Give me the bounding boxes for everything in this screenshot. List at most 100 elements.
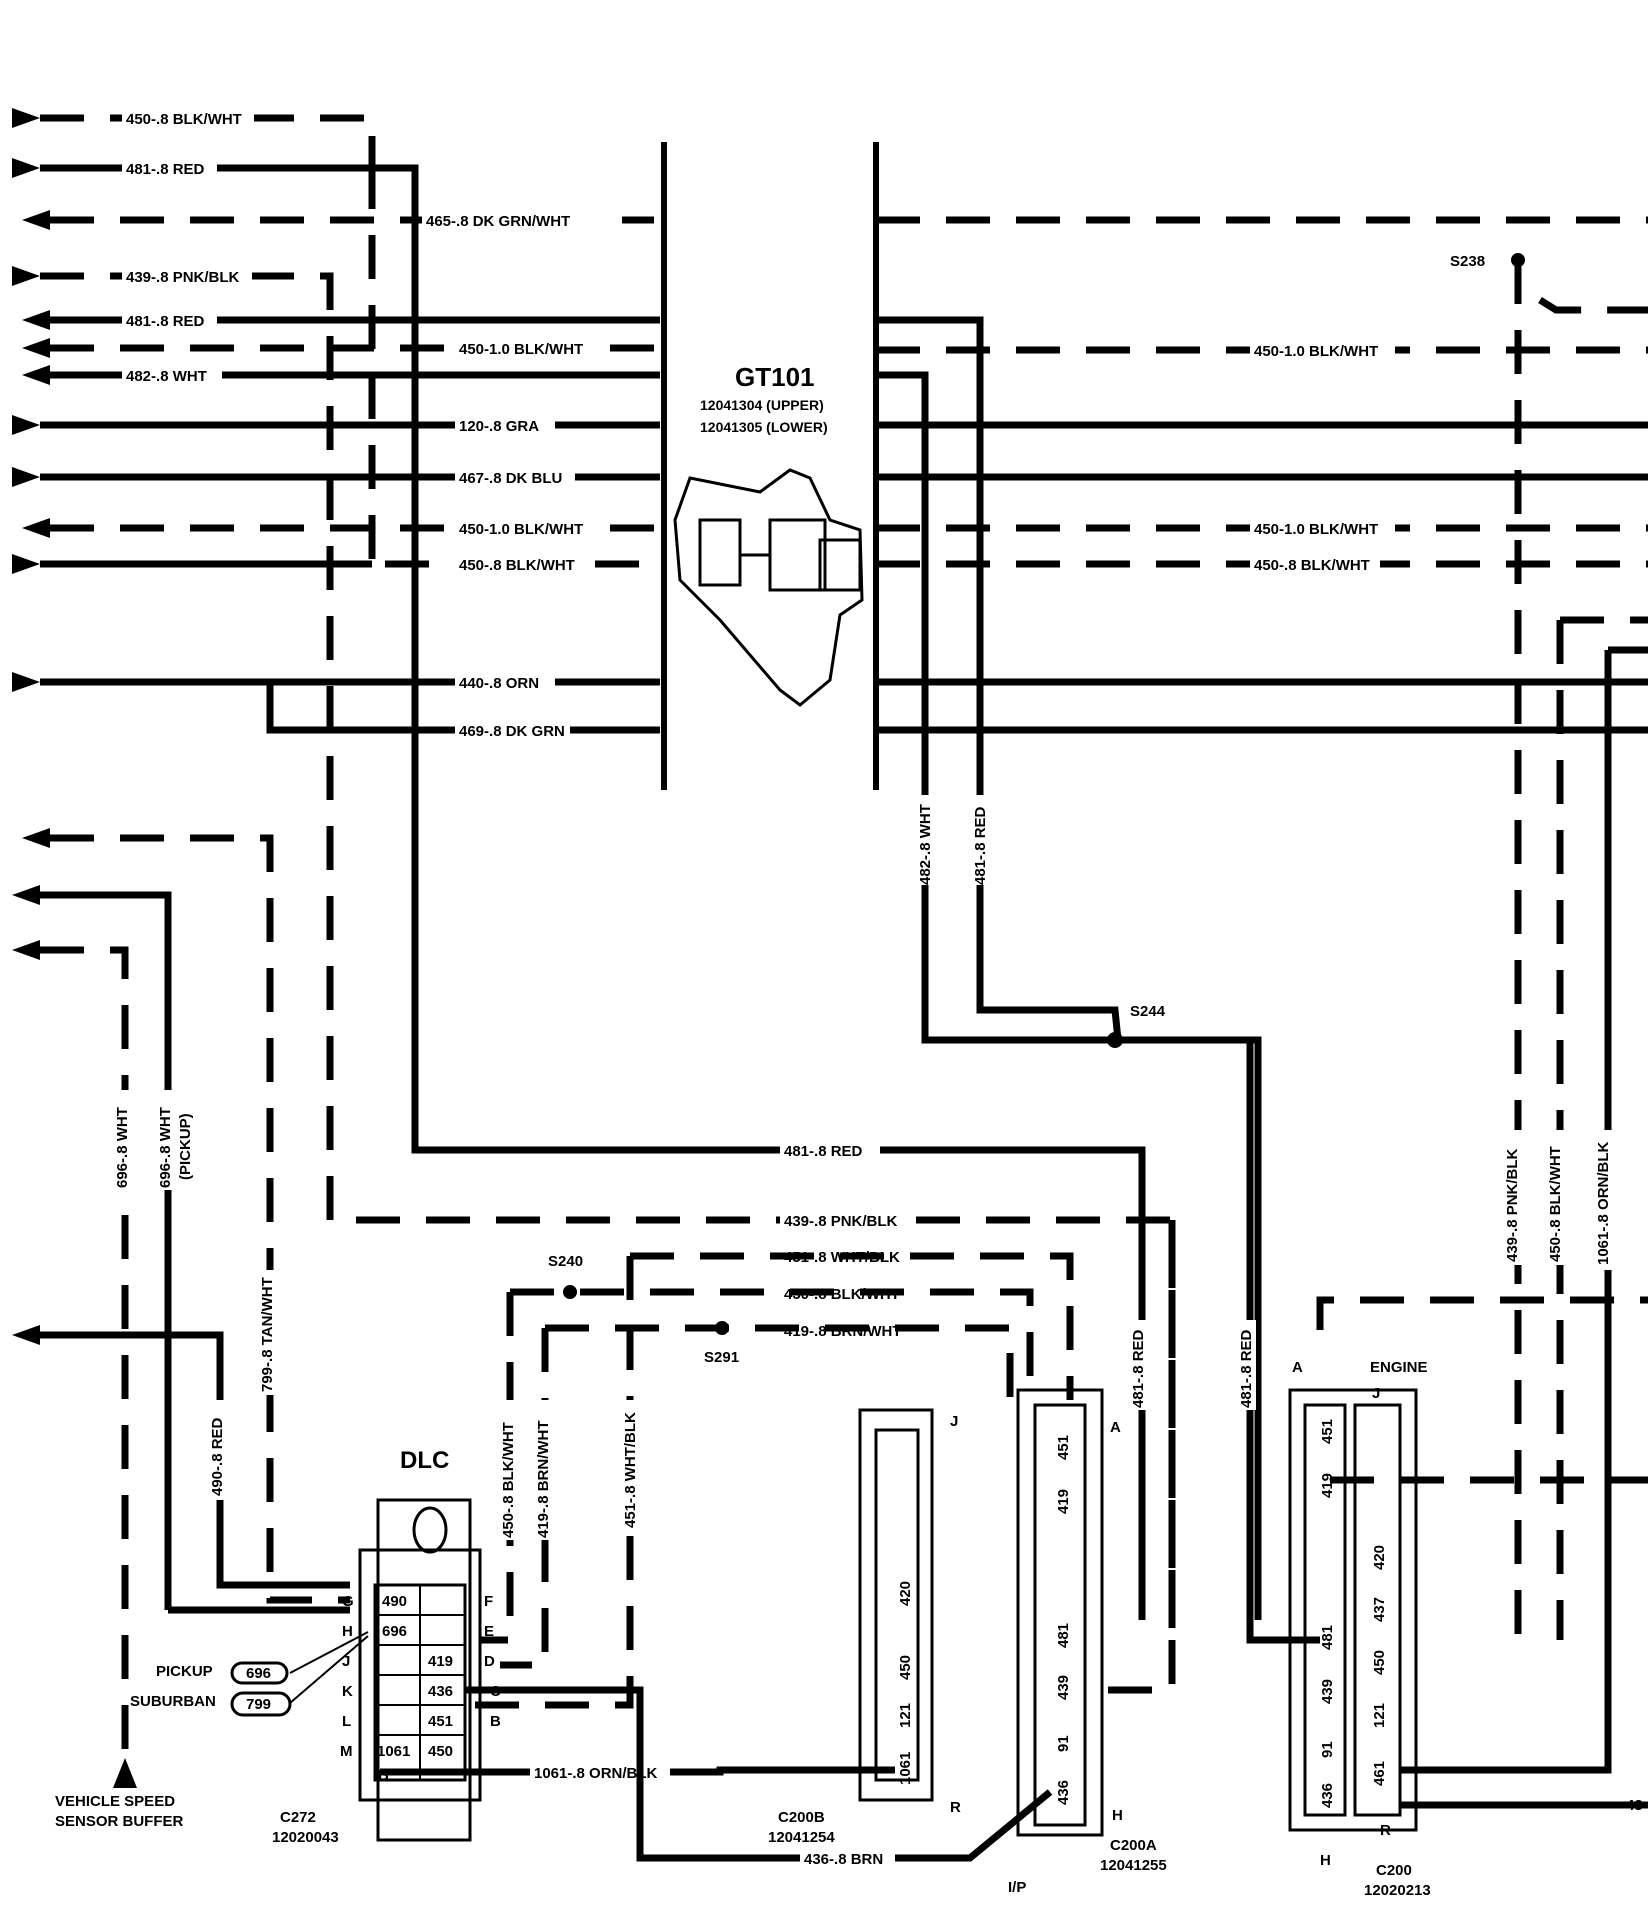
c200-left-451: 451 — [1319, 1419, 1336, 1444]
c200-part: 12020213 — [1364, 1882, 1431, 1899]
c200b-connector: J R 420 450 121 1061 C200B 12041254 — [768, 1408, 961, 1846]
left-lower-labels: 696-.8 WHT 696-.8 WHT (PICKUP) 799-.8 TA… — [112, 1090, 277, 1500]
wire-engine-top — [1316, 1296, 1648, 1330]
label-481-c200a: 481-.8 RED — [1130, 1329, 1147, 1408]
wire-lower-3 — [40, 946, 129, 1760]
c200-title: ENGINE — [1370, 1359, 1428, 1376]
arrow-in — [12, 415, 40, 435]
c200-left-419: 419 — [1319, 1473, 1336, 1498]
label-450-08-right: 450-.8 BLK/WHT — [1254, 557, 1370, 574]
label-696-a: 696-.8 WHT — [114, 1107, 131, 1188]
c200-right-461: 461 — [1371, 1761, 1388, 1786]
label-450-10-right: 450-1.0 BLK/WHT — [1254, 343, 1378, 360]
c200a-cell-436: 436 — [1055, 1780, 1072, 1805]
dlc-cell-1061: 1061 — [377, 1743, 410, 1760]
arrow-in — [12, 554, 40, 574]
c200-r: R — [1380, 1822, 1391, 1839]
label-450-10-right2: 450-1.0 BLK/WHT — [1254, 521, 1378, 538]
bus-419 — [545, 1324, 1014, 1400]
vss-line2: SENSOR BUFFER — [55, 1813, 184, 1830]
label-450-10-left: 450-1.0 BLK/WHT — [459, 341, 583, 358]
gt101-upper: 12041304 (UPPER) — [700, 397, 824, 413]
label-450-10-mid: 450-1.0 BLK/WHT — [459, 521, 583, 538]
label-440: 440-.8 ORN — [459, 675, 539, 692]
label-481-c200: 481-.8 RED — [1238, 1329, 1255, 1408]
options: PICKUP 696 SUBURBAN 799 — [130, 1631, 369, 1717]
c200-right-121: 121 — [1371, 1703, 1388, 1728]
label-696-pickup: (PICKUP) — [177, 1113, 194, 1180]
dlc-letter-l: L — [342, 1713, 351, 1730]
splice-s291-dot — [715, 1321, 729, 1335]
dlc-cell-419: 419 — [428, 1653, 453, 1670]
c200-h: H — [1320, 1852, 1331, 1869]
wire-481-right — [876, 316, 1122, 1041]
c200a-cell-91: 91 — [1055, 1735, 1072, 1752]
c200-right-437: 437 — [1371, 1597, 1388, 1622]
arrow-in — [12, 108, 40, 128]
option-pickup-label: PICKUP — [156, 1663, 213, 1680]
bus-451 — [630, 1252, 1074, 1400]
arrow-out — [22, 518, 50, 538]
label-450-dlc: 450-.8 BLK/WHT — [500, 1422, 517, 1538]
c200-left-481: 481 — [1319, 1625, 1336, 1650]
dlc-connector-id: C272 — [280, 1809, 316, 1826]
c200-edge-text: 43 — [1626, 1797, 1643, 1814]
label-481-vert: 481-.8 RED — [972, 806, 989, 885]
label-482-vert: 482-.8 WHT — [917, 804, 934, 885]
option-pickup-value: 696 — [246, 1665, 271, 1682]
c200-j: J — [1372, 1385, 1380, 1402]
arrow-in — [12, 940, 40, 960]
c200a-part: 12041255 — [1100, 1857, 1167, 1874]
label-1061-right: 1061-.8 ORN/BLK — [1595, 1141, 1612, 1265]
dlc-connector: DLC 490 696 419 436 451 1061 450 G H J K… — [272, 1447, 501, 1846]
label-490: 490-.8 RED — [209, 1417, 226, 1496]
wire-lower-4 — [40, 1331, 350, 1589]
label-s291: S291 — [704, 1349, 739, 1366]
c200-left-439: 439 — [1319, 1679, 1336, 1704]
c200b-bottom: R — [950, 1799, 961, 1816]
dlc-letter-j: J — [342, 1653, 350, 1670]
wire-lower-1 — [50, 834, 350, 1604]
bus-439-right — [1100, 1220, 1176, 1694]
dlc-letter-d: D — [484, 1653, 495, 1670]
c200a-cell-481: 481 — [1055, 1623, 1072, 1648]
c200b-part: 12041254 — [768, 1829, 835, 1846]
arrow-in — [12, 672, 40, 692]
c200a-connector: A H 451 419 481 439 91 436 C200A 1204125… — [1008, 1388, 1167, 1896]
c200-right-420: 420 — [1371, 1545, 1388, 1570]
left-wire-labels: 450-.8 BLK/WHT 481-.8 RED 465-.8 DK GRN/… — [122, 108, 622, 740]
label-450-08-mid: 450-.8 BLK/WHT — [459, 557, 575, 574]
wire-1061-right — [1400, 646, 1648, 1774]
wire-481-red-top — [40, 164, 1146, 1620]
label-439-top: 439-.8 PNK/BLK — [126, 269, 240, 286]
label-s238: S238 — [1450, 253, 1485, 270]
right-wire-labels: 450-1.0 BLK/WHT 450-1.0 BLK/WHT 450-.8 B… — [1250, 253, 1525, 574]
arrow-out — [22, 828, 50, 848]
left-lower — [12, 828, 350, 1788]
dlc-cell-696: 696 — [382, 1623, 407, 1640]
c200a-cell-439: 439 — [1055, 1675, 1072, 1700]
c200-a: A — [1292, 1359, 1303, 1376]
s244-splice: S244 — [1107, 1003, 1166, 1048]
dlc-letter-g: G — [342, 1593, 354, 1610]
c200a-cell-451: 451 — [1055, 1435, 1072, 1460]
label-451-dlc: 451-.8 WHT/BLK — [622, 1412, 639, 1528]
label-419-dlc: 419-.8 BRN/WHT — [535, 1420, 552, 1538]
option-suburban-value: 799 — [246, 1696, 271, 1713]
dlc-title: DLC — [400, 1447, 449, 1474]
c200a-cell-419: 419 — [1055, 1489, 1072, 1514]
splice-s244-dot — [1107, 1032, 1123, 1048]
label-481-horiz: 481-.8 RED — [784, 1143, 863, 1160]
label-450-top: 450-.8 BLK/WHT — [126, 111, 242, 128]
c200-name: C200 — [1376, 1862, 1412, 1879]
c200b-cell-450: 450 — [897, 1655, 914, 1680]
arrow-in — [12, 266, 40, 286]
label-465: 465-.8 DK GRN/WHT — [426, 213, 570, 230]
wire-482-right — [876, 371, 1262, 1620]
bus-450-down — [480, 1292, 514, 1644]
vss-line1: VEHICLE SPEED — [55, 1793, 175, 1810]
c200a-location: I/P — [1008, 1879, 1026, 1896]
label-469: 469-.8 DK GRN — [459, 723, 565, 740]
wire-s238-branch — [1538, 297, 1648, 314]
gt101-name: GT101 — [735, 362, 815, 392]
